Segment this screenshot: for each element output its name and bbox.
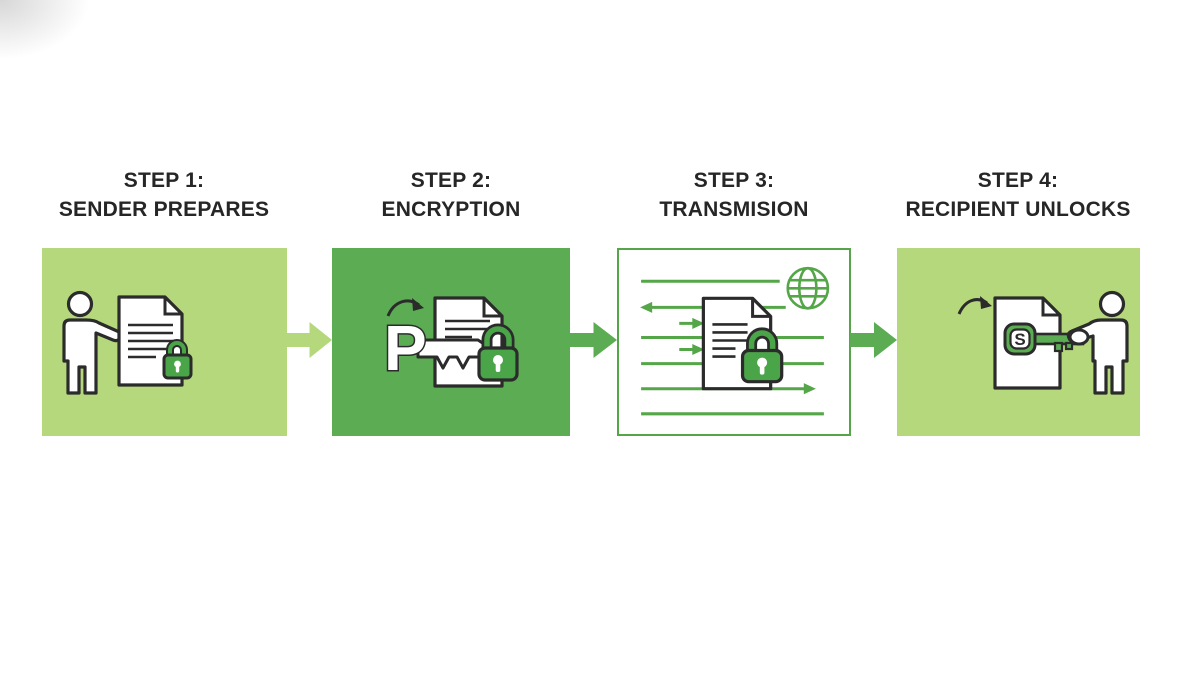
document-text-lines bbox=[445, 319, 490, 339]
step-3-label: TRANSMISION bbox=[659, 197, 809, 221]
step-2-header: STEP 2: ENCRYPTION bbox=[291, 167, 611, 224]
step-4-label: RECIPIENT UNLOCKS bbox=[905, 197, 1131, 221]
step-4-header: STEP 4: RECIPIENT UNLOCKS bbox=[858, 167, 1178, 224]
key-glyph-p: P bbox=[384, 312, 427, 384]
step-1-header: STEP 1: SENDER PREPARES bbox=[4, 167, 324, 224]
curved-arrow-icon bbox=[957, 296, 992, 315]
right-arrow-icon bbox=[286, 322, 333, 358]
transmission-icon bbox=[640, 266, 830, 416]
step-3-number: STEP 3: bbox=[693, 169, 775, 192]
padlock-icon bbox=[162, 339, 193, 380]
sender-prepares-icon bbox=[62, 290, 193, 395]
right-arrow-icon bbox=[569, 322, 617, 358]
globe-icon bbox=[786, 266, 830, 310]
padlock-icon bbox=[740, 327, 784, 384]
document-text-lines bbox=[128, 323, 173, 359]
corner-smudge bbox=[0, 0, 90, 60]
step-2-box: P bbox=[332, 248, 570, 436]
step-3-box bbox=[617, 248, 851, 436]
right-arrow-icon bbox=[850, 322, 897, 358]
step-2-label: ENCRYPTION bbox=[381, 197, 521, 221]
step-3-header: STEP 3: TRANSMISION bbox=[574, 167, 894, 224]
document-text-lines bbox=[712, 323, 748, 358]
transmission-arrowheads bbox=[640, 301, 816, 395]
step-1-box bbox=[42, 248, 287, 436]
s-key-icon: S bbox=[1003, 322, 1085, 356]
recipient-unlocks-icon: S bbox=[957, 290, 1129, 395]
encryption-icon: P bbox=[383, 296, 519, 388]
hand-grip bbox=[1068, 328, 1090, 346]
step-4-number: STEP 4: bbox=[977, 169, 1059, 192]
arrow-step1-to-step2 bbox=[286, 320, 333, 360]
person-icon bbox=[1066, 290, 1129, 395]
padlock-icon bbox=[477, 323, 519, 382]
arrow-step2-to-step3 bbox=[569, 320, 618, 360]
step-1-label: SENDER PREPARES bbox=[58, 197, 270, 221]
step-2-number: STEP 2: bbox=[410, 169, 492, 192]
curved-arrow-icon bbox=[386, 298, 424, 317]
step-1-number: STEP 1: bbox=[123, 169, 205, 192]
person-icon bbox=[62, 290, 123, 395]
step-4-box: S bbox=[897, 248, 1140, 436]
key-glyph-s: S bbox=[1014, 330, 1025, 349]
p-key-icon: P bbox=[383, 311, 492, 386]
arrow-step3-to-step4 bbox=[850, 320, 898, 360]
